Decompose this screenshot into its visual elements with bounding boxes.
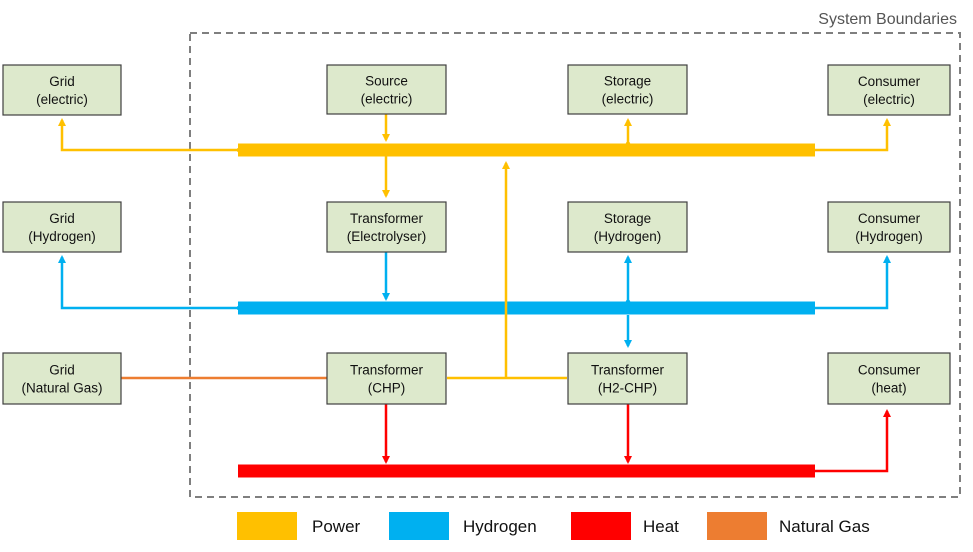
node-label-line: Consumer <box>858 363 921 378</box>
legend-swatch <box>237 512 297 540</box>
node-label-line: Consumer <box>858 211 921 226</box>
heat-connections <box>382 404 891 473</box>
node-label-line: (electric) <box>602 92 654 107</box>
node-label-line: (Electrolyser) <box>347 229 427 244</box>
node-consumer-electric: Consumer (electric) <box>827 64 951 116</box>
node-storage-hydrogen: Storage (Hydrogen) <box>567 201 688 253</box>
hydrogen-grid-link <box>58 255 242 312</box>
node-label-line: Storage <box>604 74 651 89</box>
power-grid-link <box>58 118 242 154</box>
node-label-line: Consumer <box>858 74 921 89</box>
hydrogen-consumer-link <box>815 255 891 310</box>
node-label-line: (Hydrogen) <box>855 229 923 244</box>
legend: Power Hydrogen Heat Natural Gas <box>237 512 870 540</box>
node-label-line: Storage <box>604 211 651 226</box>
nodes: Grid (electric) Source (electric) Storage (el… <box>2 64 951 405</box>
legend-swatch <box>571 512 631 540</box>
node-label-line: (H2-CHP) <box>598 381 657 396</box>
legend-item-power: Power <box>237 512 361 540</box>
legend-swatch <box>707 512 767 540</box>
node-storage-electric: Storage (electric) <box>567 64 688 115</box>
node-grid-hydrogen: Grid (Hydrogen) <box>2 201 122 253</box>
hydrogen-connections <box>58 252 891 348</box>
node-transformer-electrolyser: Transformer (Electrolyser) <box>326 201 447 253</box>
legend-item-heat: Heat <box>571 512 679 540</box>
node-transformer-chp: Transformer (CHP) <box>326 352 447 405</box>
node-label-line: (Natural Gas) <box>21 381 102 396</box>
node-grid-electric: Grid (electric) <box>2 64 122 116</box>
node-label-line: (CHP) <box>368 381 406 396</box>
node-label-line: (Hydrogen) <box>594 229 662 244</box>
legend-label: Heat <box>643 517 679 536</box>
legend-item-natural-gas: Natural Gas <box>707 512 870 540</box>
legend-label: Power <box>312 517 361 536</box>
node-label-line: Grid <box>49 211 75 226</box>
node-label-line: (electric) <box>36 92 88 107</box>
node-label-line: Source <box>365 74 408 89</box>
legend-label: Hydrogen <box>463 517 537 536</box>
power-connections <box>58 114 891 380</box>
node-label-line: (heat) <box>871 381 906 396</box>
node-consumer-hydrogen: Consumer (Hydrogen) <box>827 201 951 253</box>
node-label-line: Grid <box>49 363 75 378</box>
node-label-line: (electric) <box>863 92 915 107</box>
node-label-line: (electric) <box>361 92 413 107</box>
node-label-line: Transformer <box>591 363 665 378</box>
system-boundary-label: System Boundaries <box>818 11 957 28</box>
node-label-line: Transformer <box>350 363 424 378</box>
node-label-line: Transformer <box>350 211 424 226</box>
node-source-electric: Source (electric) <box>326 64 447 115</box>
node-label-line: Grid <box>49 74 75 89</box>
node-consumer-heat: Consumer (heat) <box>827 352 951 405</box>
node-label-line: (Hydrogen) <box>28 229 96 244</box>
node-transformer-h2-chp: Transformer (H2-CHP) <box>567 352 688 405</box>
heat-consumer-link <box>815 409 891 473</box>
power-consumer-link <box>815 118 891 152</box>
legend-swatch <box>389 512 449 540</box>
legend-item-hydrogen: Hydrogen <box>389 512 537 540</box>
node-grid-natural-gas: Grid (Natural Gas) <box>2 352 122 405</box>
legend-label: Natural Gas <box>779 517 870 536</box>
